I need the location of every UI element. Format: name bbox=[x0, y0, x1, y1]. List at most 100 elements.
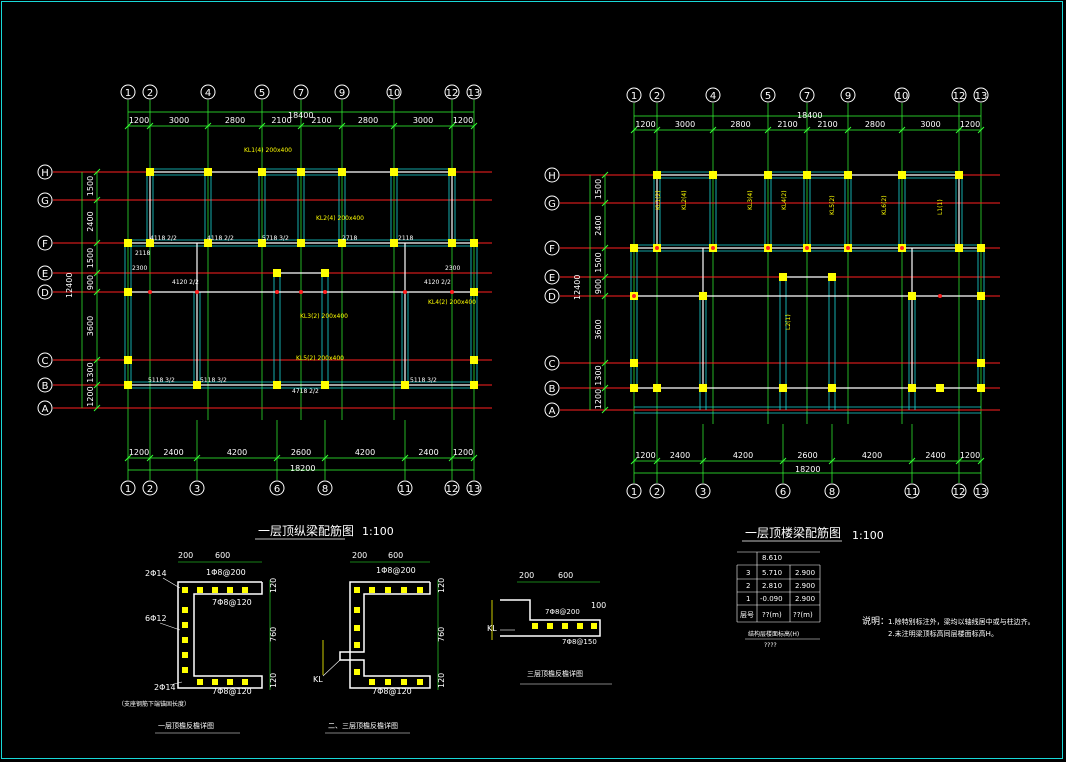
d3-rebar-0 bbox=[532, 623, 538, 629]
right_plan-top-bubble-2-circle bbox=[649, 87, 665, 103]
left_plan-top-bubble-4-circle bbox=[200, 84, 216, 100]
right_plan-top-bubble-7-circle bbox=[799, 87, 815, 103]
d3-rebar-3 bbox=[577, 623, 583, 629]
left_plan-row-bubble-A-label: A bbox=[42, 404, 49, 415]
left_plan-tick-side-1 bbox=[93, 196, 101, 204]
right_plan-column-19 bbox=[977, 359, 985, 367]
left_plan-tick-bot-2 bbox=[193, 454, 201, 462]
right_plan-column-1 bbox=[709, 171, 717, 179]
left_plan-bot-bubble-1-label: 1 bbox=[125, 484, 131, 495]
right_plan-tick-bot-6 bbox=[955, 457, 963, 465]
left_plan-tick-bot-6 bbox=[448, 454, 456, 462]
left_plan-top-bubble-13-circle bbox=[466, 84, 482, 100]
right_plan-tick-top-0 bbox=[630, 126, 638, 134]
left_plan-rebar-dot-1 bbox=[403, 290, 407, 294]
left_plan-column-9 bbox=[258, 239, 266, 247]
right_plan-top-dim-6: 3000 bbox=[920, 120, 940, 129]
left_plan-row-bubble-B-label: B bbox=[42, 381, 49, 392]
right_plan-column-20 bbox=[630, 384, 638, 392]
d1-section-outline bbox=[177, 581, 263, 689]
left_plan-top-dim-0: 1200 bbox=[129, 116, 149, 125]
d3-rebar-2 bbox=[562, 623, 568, 629]
left_plan-row-bubble-G-label: G bbox=[41, 196, 49, 207]
right_plan-bot-dim-2: 4200 bbox=[733, 451, 753, 460]
right_plan-tick-top-4 bbox=[803, 126, 811, 134]
right_plan-bot-bubble-6-circle bbox=[775, 483, 791, 499]
left-beam-label-3: KL4(2) 200x400 bbox=[428, 299, 476, 306]
left_plan-column-22 bbox=[401, 381, 409, 389]
right_plan-rebar-dot-3 bbox=[805, 246, 809, 250]
left_plan-column-0 bbox=[146, 168, 154, 176]
right_plan-row-bubble-B-circle bbox=[544, 380, 560, 396]
left_plan-column-5 bbox=[390, 168, 398, 176]
left-rebar-label-0: 4118 2/2 bbox=[150, 235, 177, 242]
right_plan-tick-bot-0 bbox=[630, 457, 638, 465]
right_plan-row-bubble-H-circle bbox=[544, 167, 560, 183]
right_plan-tick-side-0 bbox=[601, 171, 609, 179]
left_plan-column-24 bbox=[273, 269, 281, 277]
right_plan-column-6 bbox=[955, 171, 963, 179]
left_plan-tick-side-7 bbox=[93, 404, 101, 412]
d1-rebar-3 bbox=[227, 587, 233, 593]
left_plan-column-27 bbox=[470, 288, 478, 296]
right_plan-column-31 bbox=[936, 384, 944, 392]
d2-leader-kl bbox=[322, 659, 341, 677]
left_plan-rebar-dot-0 bbox=[195, 290, 199, 294]
left_plan-top-bubble-13-label: 13 bbox=[468, 88, 481, 99]
right_plan-column-4 bbox=[844, 171, 852, 179]
right_plan-rebar-dot-4 bbox=[846, 246, 850, 250]
left_plan-rebar-dot-2 bbox=[275, 290, 279, 294]
right_plan-tick-side-6 bbox=[601, 384, 609, 392]
left_plan-rebar-dot-5 bbox=[148, 290, 152, 294]
left_plan-column-10 bbox=[297, 239, 305, 247]
left_plan-row-bubble-C-circle bbox=[37, 352, 53, 368]
right_plan-column-27 bbox=[908, 292, 916, 300]
left_plan-tick-side-6 bbox=[93, 381, 101, 389]
right_plan-top-bubble-13-label: 13 bbox=[975, 91, 988, 102]
left_plan-top-bubble-2-circle bbox=[142, 84, 158, 100]
left_plan-top-dim-1: 3000 bbox=[169, 116, 189, 125]
left-rebar-label-3: 4120 2/2 bbox=[424, 279, 451, 286]
right_plan-column-30 bbox=[653, 384, 661, 392]
left_plan-row-bubble-B-circle bbox=[37, 377, 53, 393]
right_plan-top-bubble-5-circle bbox=[760, 87, 776, 103]
left_plan-top-bubble-1-label: 1 bbox=[125, 88, 131, 99]
right_plan-column-2 bbox=[764, 171, 772, 179]
left-rebar-label-8: 4718 2/2 bbox=[292, 388, 319, 395]
left_plan-top-bubble-12-circle bbox=[444, 84, 460, 100]
left_plan-tick-top-8 bbox=[470, 122, 478, 130]
right_plan-column-22 bbox=[779, 384, 787, 392]
left_plan-tick-top-7 bbox=[448, 122, 456, 130]
d2-rebar-0 bbox=[354, 587, 360, 593]
left_plan-column-8 bbox=[204, 239, 212, 247]
left_plan-top-bubble-9-label: 9 bbox=[339, 88, 345, 99]
left_plan-tick-bot-0 bbox=[124, 454, 132, 462]
left_plan-bot-bubble-13-label: 13 bbox=[468, 484, 481, 495]
right_plan-bot-bubble-6-label: 6 bbox=[780, 487, 786, 498]
d1-rebar-2 bbox=[212, 587, 218, 593]
right_plan-tick-top-6 bbox=[898, 126, 906, 134]
right_plan-row-bubble-H-label: H bbox=[548, 171, 556, 182]
right_plan-bot-bubble-3-circle bbox=[695, 483, 711, 499]
left_plan-top-bubble-7-circle bbox=[293, 84, 309, 100]
left_plan-tick-side-3 bbox=[93, 269, 101, 277]
right_plan-column-24 bbox=[908, 384, 916, 392]
left_plan-column-23 bbox=[470, 381, 478, 389]
left_plan-top-bubble-10-label: 10 bbox=[388, 88, 401, 99]
left_plan-column-16 bbox=[124, 356, 132, 364]
left_plan-bot-bubble-1-circle bbox=[120, 480, 136, 496]
d1-rebar-6 bbox=[182, 622, 188, 628]
left_plan-bot-bubble-12-circle bbox=[444, 480, 460, 496]
right_plan-bot-dim-6: 1200 bbox=[960, 451, 980, 460]
left_plan-side-dim-1: 2400 bbox=[86, 211, 95, 231]
d1-rebar-13 bbox=[242, 679, 248, 685]
left_plan-column-17 bbox=[470, 356, 478, 364]
left_plan-tick-top-6 bbox=[390, 122, 398, 130]
right_plan-bot-dim-0: 1200 bbox=[635, 451, 655, 460]
left_plan-column-21 bbox=[321, 381, 329, 389]
right_plan-row-bubble-E-circle bbox=[544, 269, 560, 285]
d1-rebar-4 bbox=[242, 587, 248, 593]
left_plan-side-dim-4: 3600 bbox=[86, 316, 95, 336]
right_plan-tick-top-7 bbox=[955, 126, 963, 134]
